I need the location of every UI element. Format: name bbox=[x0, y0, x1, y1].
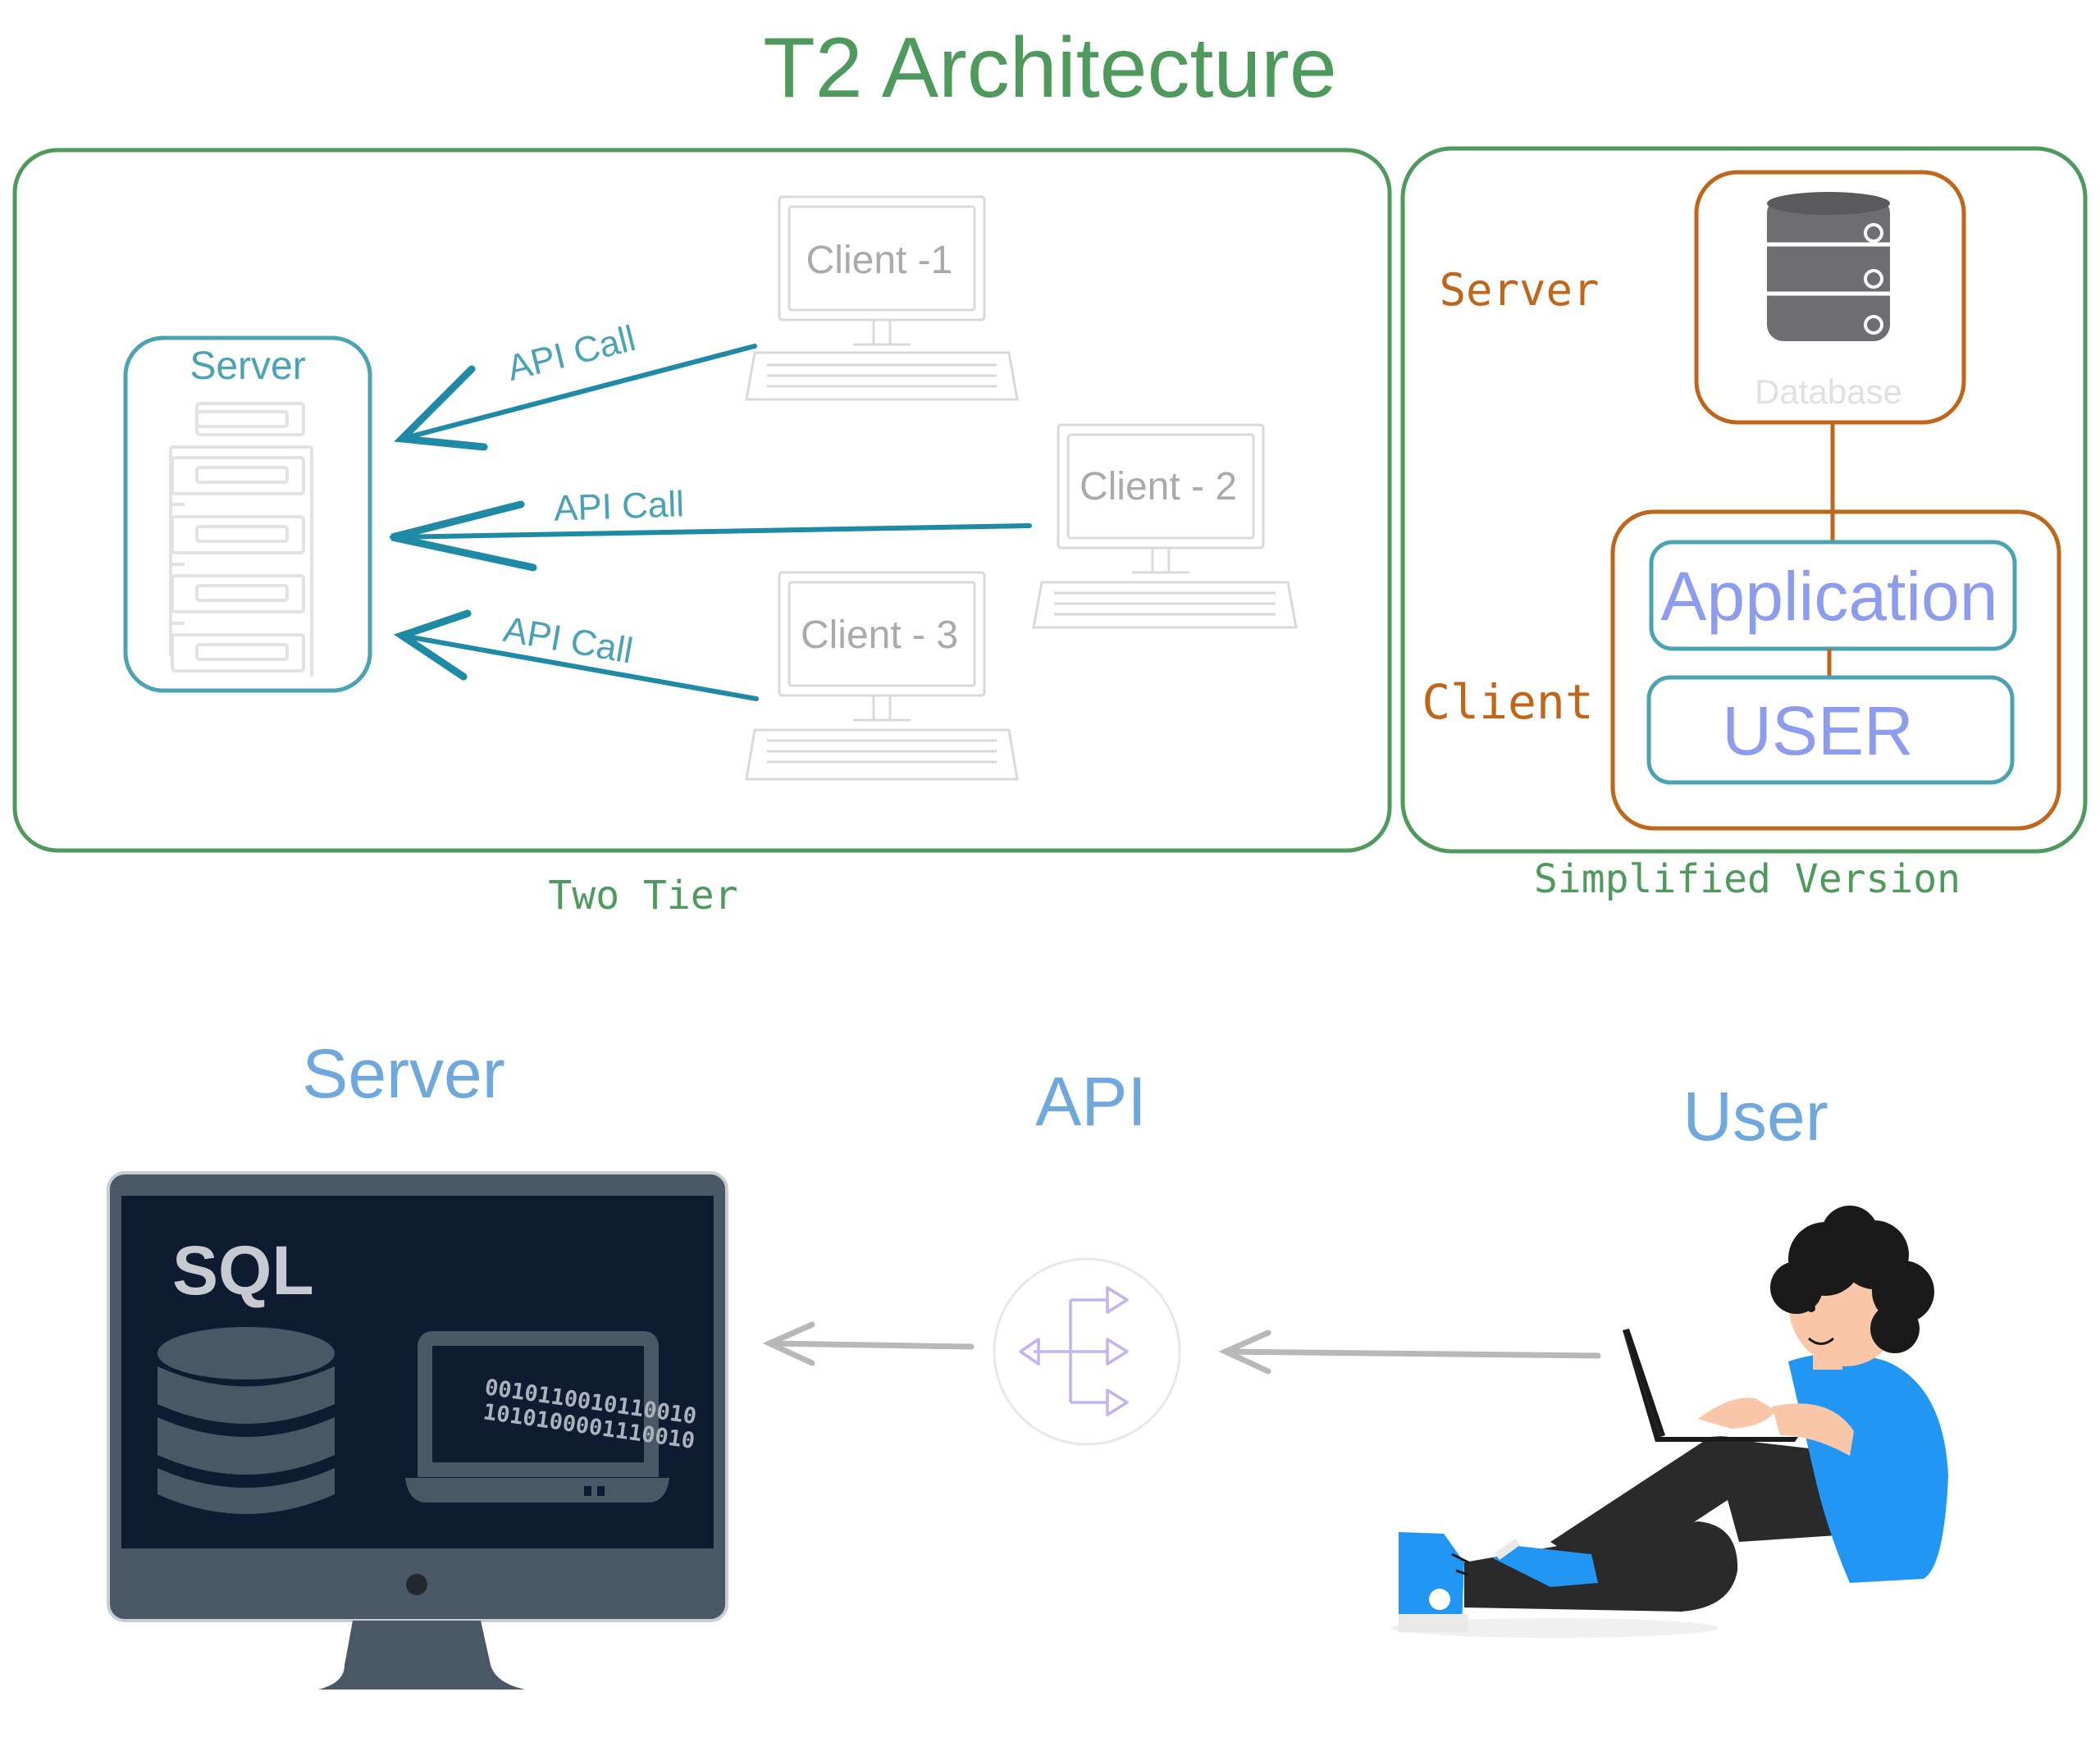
server-network-icon bbox=[169, 402, 313, 677]
bottom-server-label: Server bbox=[302, 1035, 504, 1112]
application-label: Application bbox=[1661, 558, 1998, 635]
api-call-label-3: API Call bbox=[500, 609, 636, 672]
api-call-label-2: API Call bbox=[553, 484, 685, 529]
user-box bbox=[1646, 675, 2015, 785]
client-computer-1 bbox=[745, 195, 1019, 401]
bottom-api-label: API bbox=[1035, 1063, 1146, 1140]
two-tier-caption: Two Tier bbox=[548, 873, 737, 919]
bottom-user-label: User bbox=[1682, 1078, 1828, 1155]
simplified-panel bbox=[1400, 146, 2088, 854]
application-box bbox=[1649, 540, 2017, 651]
two-tier-panel bbox=[12, 148, 1392, 853]
two-tier-server-label: Server bbox=[189, 344, 305, 388]
user-with-laptop-illustration bbox=[1390, 1206, 1948, 1638]
api-arrow-1 bbox=[394, 344, 757, 451]
client-label-3: Client - 3 bbox=[801, 613, 958, 657]
simplified-server-label: Server bbox=[1439, 264, 1599, 316]
client-label-2: Client - 2 bbox=[1080, 465, 1237, 508]
sql-label: SQL bbox=[172, 1232, 314, 1309]
client-label-1: Client -1 bbox=[806, 239, 953, 282]
client-computer-2 bbox=[1032, 423, 1298, 629]
api-arrow-3 bbox=[393, 609, 759, 701]
arrow-api-to-server bbox=[762, 1321, 975, 1366]
user-box-label: USER bbox=[1722, 692, 1913, 769]
simplified-client-label: Client bbox=[1422, 674, 1594, 730]
api-gateway-icon bbox=[993, 1257, 1181, 1446]
arrow-user-to-api bbox=[1218, 1329, 1601, 1375]
simplified-caption: Simplified Version bbox=[1534, 856, 1961, 902]
sql-laptop-icon bbox=[405, 1331, 669, 1503]
client-computer-3 bbox=[745, 571, 1019, 781]
api-call-label-1: API Call bbox=[503, 318, 639, 389]
database-icon bbox=[1767, 192, 1890, 341]
page-title: T2 Architecture bbox=[763, 21, 1336, 116]
database-label: Database bbox=[1755, 372, 1902, 411]
database-box bbox=[1694, 170, 1966, 425]
sql-database-icon bbox=[158, 1327, 335, 1514]
two-tier-server-box bbox=[123, 335, 372, 693]
client-box bbox=[1610, 509, 2061, 831]
api-arrow-2 bbox=[390, 500, 1032, 572]
